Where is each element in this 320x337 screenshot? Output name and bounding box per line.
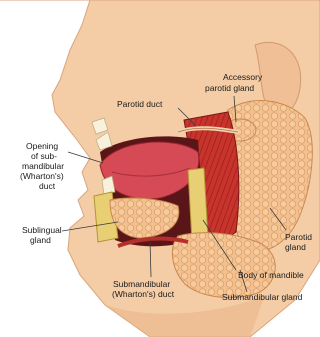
label-accessory-parotid-line2: parotid gland [205, 83, 254, 93]
label-opening-line1: Opening [26, 141, 58, 151]
label-parotid-gland-line2: gland [285, 242, 306, 252]
label-opening-line3: mandibular [22, 161, 64, 171]
label-opening-line5: duct [39, 181, 56, 191]
label-parotid-gland-line1: Parotid [285, 232, 312, 242]
label-opening-line2: of sub- [31, 151, 57, 161]
label-body-of-mandible: Body of mandible [238, 270, 304, 280]
label-submandibular-gland: Submandibular gland [222, 292, 303, 302]
label-sublingual-line1: Sublingual [22, 225, 62, 235]
label-accessory-parotid-line1: Accessory [223, 72, 263, 82]
label-opening-line4: (Wharton's) [20, 171, 64, 181]
label-wharton-duct-line2: (Wharton's) duct [112, 289, 175, 299]
label-sublingual-line2: gland [30, 235, 51, 245]
label-wharton-duct-line1: Submandibular [113, 279, 170, 289]
label-parotid-duct: Parotid duct [117, 99, 163, 109]
mandible-ramus [188, 168, 208, 242]
